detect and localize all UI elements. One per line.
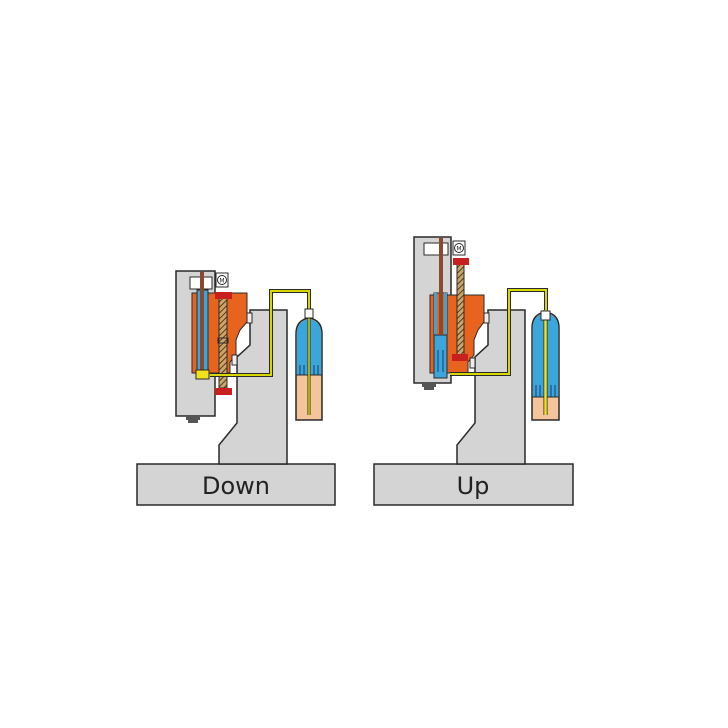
panel-label: Up — [457, 472, 490, 500]
base — [136, 463, 336, 506]
motor-icon: M — [452, 240, 466, 256]
base — [373, 463, 574, 506]
arrow-up-icon — [437, 350, 444, 372]
valve-icon — [304, 308, 314, 319]
chuck-icon — [422, 383, 436, 390]
gas-bottle — [531, 310, 560, 421]
unit-up: Up M — [373, 236, 574, 506]
sensor — [195, 369, 210, 380]
lead-screw — [456, 261, 465, 358]
svg-text:M: M — [456, 246, 461, 253]
gas-bottle — [295, 308, 323, 421]
brake-bottom — [452, 354, 468, 361]
unit-down: Down M — [136, 270, 336, 506]
guide-bearing-bottom — [469, 357, 476, 369]
panel-label: Down — [202, 472, 270, 500]
brake-top — [453, 258, 469, 265]
brake-top — [215, 292, 232, 299]
chuck-icon — [186, 416, 200, 423]
valve-icon — [540, 310, 551, 321]
guide-bearing-top — [246, 312, 253, 324]
svg-text:M: M — [219, 278, 224, 285]
piston-rod — [439, 238, 443, 335]
motor-icon: M — [215, 272, 229, 288]
piston-rod — [200, 272, 204, 370]
guide-bearing-bottom — [231, 354, 238, 366]
brake-bottom — [215, 388, 232, 395]
guide-bearing-top — [483, 312, 490, 324]
